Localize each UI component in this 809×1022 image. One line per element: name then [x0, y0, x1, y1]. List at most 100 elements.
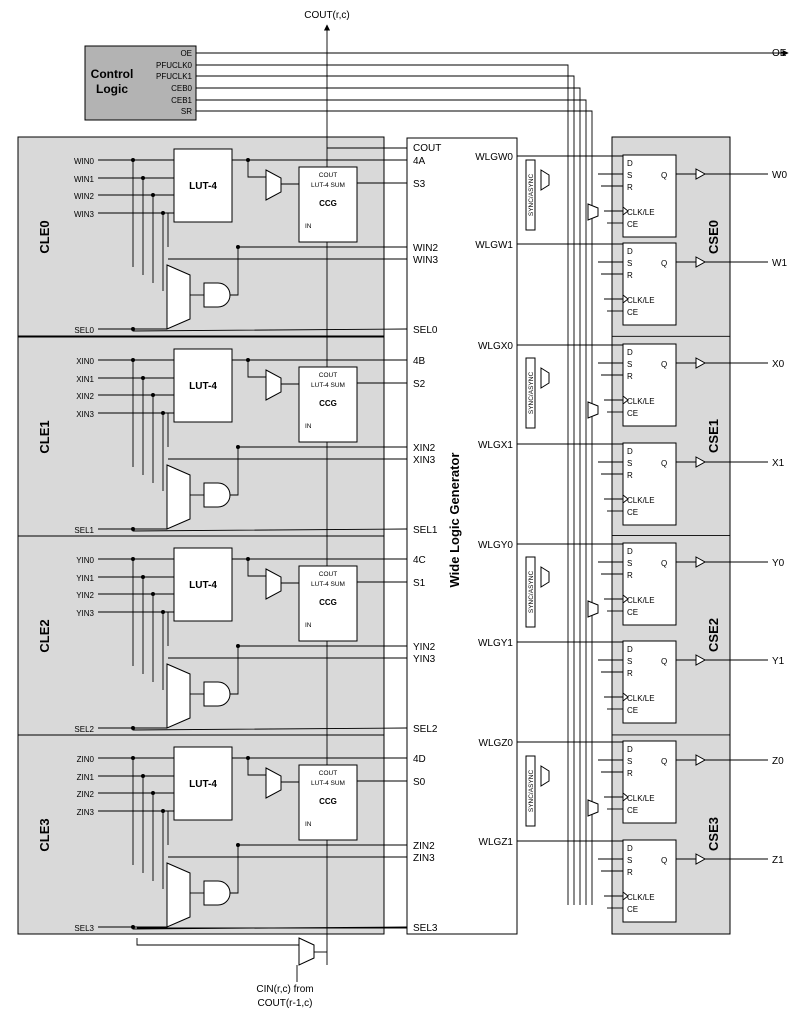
wlg-label-xin3: XIN3: [413, 455, 436, 466]
wlg-output-wlgz0: WLGZ0: [479, 738, 514, 749]
clock-triangle: [622, 494, 629, 504]
ff-d-label: D: [627, 645, 633, 654]
sel-mux: [166, 464, 191, 530]
sync-async-block-1: SYNC/ASYNC: [525, 357, 599, 429]
sr-mux: [540, 367, 550, 389]
wlg-cout-label: COUT: [413, 143, 441, 154]
lut-label: LUT-4: [189, 779, 217, 790]
out-buffer: [695, 456, 707, 468]
ff-output-w1: W1: [772, 258, 787, 269]
cle-input-win1: WIN1: [74, 175, 95, 184]
cle-sel-input-1: SEL1: [74, 526, 94, 535]
wlg-label-xin2: XIN2: [413, 443, 436, 454]
clock-triangle: [622, 891, 629, 901]
ff-output-y1: Y1: [772, 656, 785, 667]
ff-ce-label: CE: [627, 806, 638, 815]
cse-name-2: CSE2: [706, 618, 721, 652]
wlg-label-4d: 4D: [413, 754, 426, 765]
ff-output-y0: Y0: [772, 558, 785, 569]
sync-async-box: [525, 755, 536, 827]
ff-box: [622, 740, 677, 824]
out-buffer: [695, 256, 707, 268]
ff-clk-label: CLK/LE: [627, 496, 655, 505]
ff-box: [622, 640, 677, 724]
ccg-box: [298, 366, 358, 443]
ccg-in-label: IN: [305, 622, 312, 629]
wide-logic-generator-title: Wide Logic Generator: [447, 453, 462, 588]
ff-d-label: D: [627, 447, 633, 456]
ff-s-label: S: [627, 259, 632, 268]
ff-output-x0: X0: [772, 359, 785, 370]
clock-triangle: [622, 395, 629, 405]
sel-to-wlg: [132, 528, 408, 532]
ff-box: [622, 442, 677, 526]
control-wire-pfuclk1: [196, 75, 575, 905]
cse-name-0: CSE0: [706, 220, 721, 254]
wlg-label-win3: WIN3: [413, 255, 438, 266]
cse-name-1: CSE1: [706, 419, 721, 453]
ff-q-label: Q: [661, 559, 667, 568]
cse-name-3: CSE3: [706, 817, 721, 851]
and-to-wlg: [230, 645, 407, 695]
clock-triangle: [622, 792, 629, 802]
sel-mux: [166, 663, 191, 729]
lut-out-mux: [265, 767, 282, 799]
cle-input-win2: WIN2: [74, 192, 95, 201]
sync-async-label: SYNC/ASYNC: [528, 571, 535, 614]
ccg-ports-label: LUT-4 SUM: [311, 780, 345, 787]
ff-ce-label: CE: [627, 308, 638, 317]
sel-to-wlg: [132, 727, 408, 731]
ccg-in-label: IN: [305, 821, 312, 828]
ff-q-label: Q: [661, 657, 667, 666]
ff-q-label: Q: [661, 259, 667, 268]
ff-r-label: R: [627, 868, 633, 877]
lut-box: [173, 348, 233, 423]
clock-triangle: [622, 206, 629, 216]
ff-q-label: Q: [661, 459, 667, 468]
wide-logic-generator-box: [406, 137, 518, 935]
cin-mux-in1: [136, 938, 299, 946]
wlg-output-wlgy0: WLGY0: [478, 540, 513, 551]
ccg-cout-label: COUT: [319, 770, 337, 777]
ff-clk-label: CLK/LE: [627, 893, 655, 902]
clock-triangle: [622, 692, 629, 702]
cle-sel-input-0: SEL0: [74, 326, 94, 335]
sel-to-wlg: [132, 926, 408, 930]
cle-input-xin2: XIN2: [76, 392, 94, 401]
ff-d-label: D: [627, 159, 633, 168]
sel-to-wlg: [132, 328, 408, 332]
sync-async-label: SYNC/ASYNC: [528, 174, 535, 217]
ff-s-label: S: [627, 459, 632, 468]
ff-r-label: R: [627, 769, 633, 778]
ff-r-label: R: [627, 271, 633, 280]
ccg-ports-label: LUT-4 SUM: [311, 581, 345, 588]
ff-box: [622, 154, 677, 238]
ccg-box: [298, 764, 358, 841]
ff-r-label: R: [627, 183, 633, 192]
ff-ce-label: CE: [627, 220, 638, 229]
control-wire-ceb1: [196, 99, 587, 905]
lut-box: [173, 746, 233, 821]
wlg-label-4b: 4B: [413, 356, 426, 367]
junction-dot: [236, 843, 240, 847]
lut-branch: [247, 360, 266, 378]
ff-s-label: S: [627, 559, 632, 568]
wlg-label-zin3: ZIN3: [413, 853, 435, 864]
ff-output-x1: X1: [772, 458, 785, 469]
ff-box: [622, 242, 677, 326]
cle-input-zin3: ZIN3: [77, 808, 95, 817]
ff-s-label: S: [627, 657, 632, 666]
ccg-cout-label: COUT: [319, 172, 337, 179]
cin-label-line1: CIN(r,c) from: [256, 984, 313, 995]
ff-s-label: S: [627, 171, 632, 180]
ccg-name-label: CCG: [319, 598, 337, 607]
sync-async-label: SYNC/ASYNC: [528, 770, 535, 813]
cin-label-line2: COUT(r-1,c): [258, 998, 313, 1009]
